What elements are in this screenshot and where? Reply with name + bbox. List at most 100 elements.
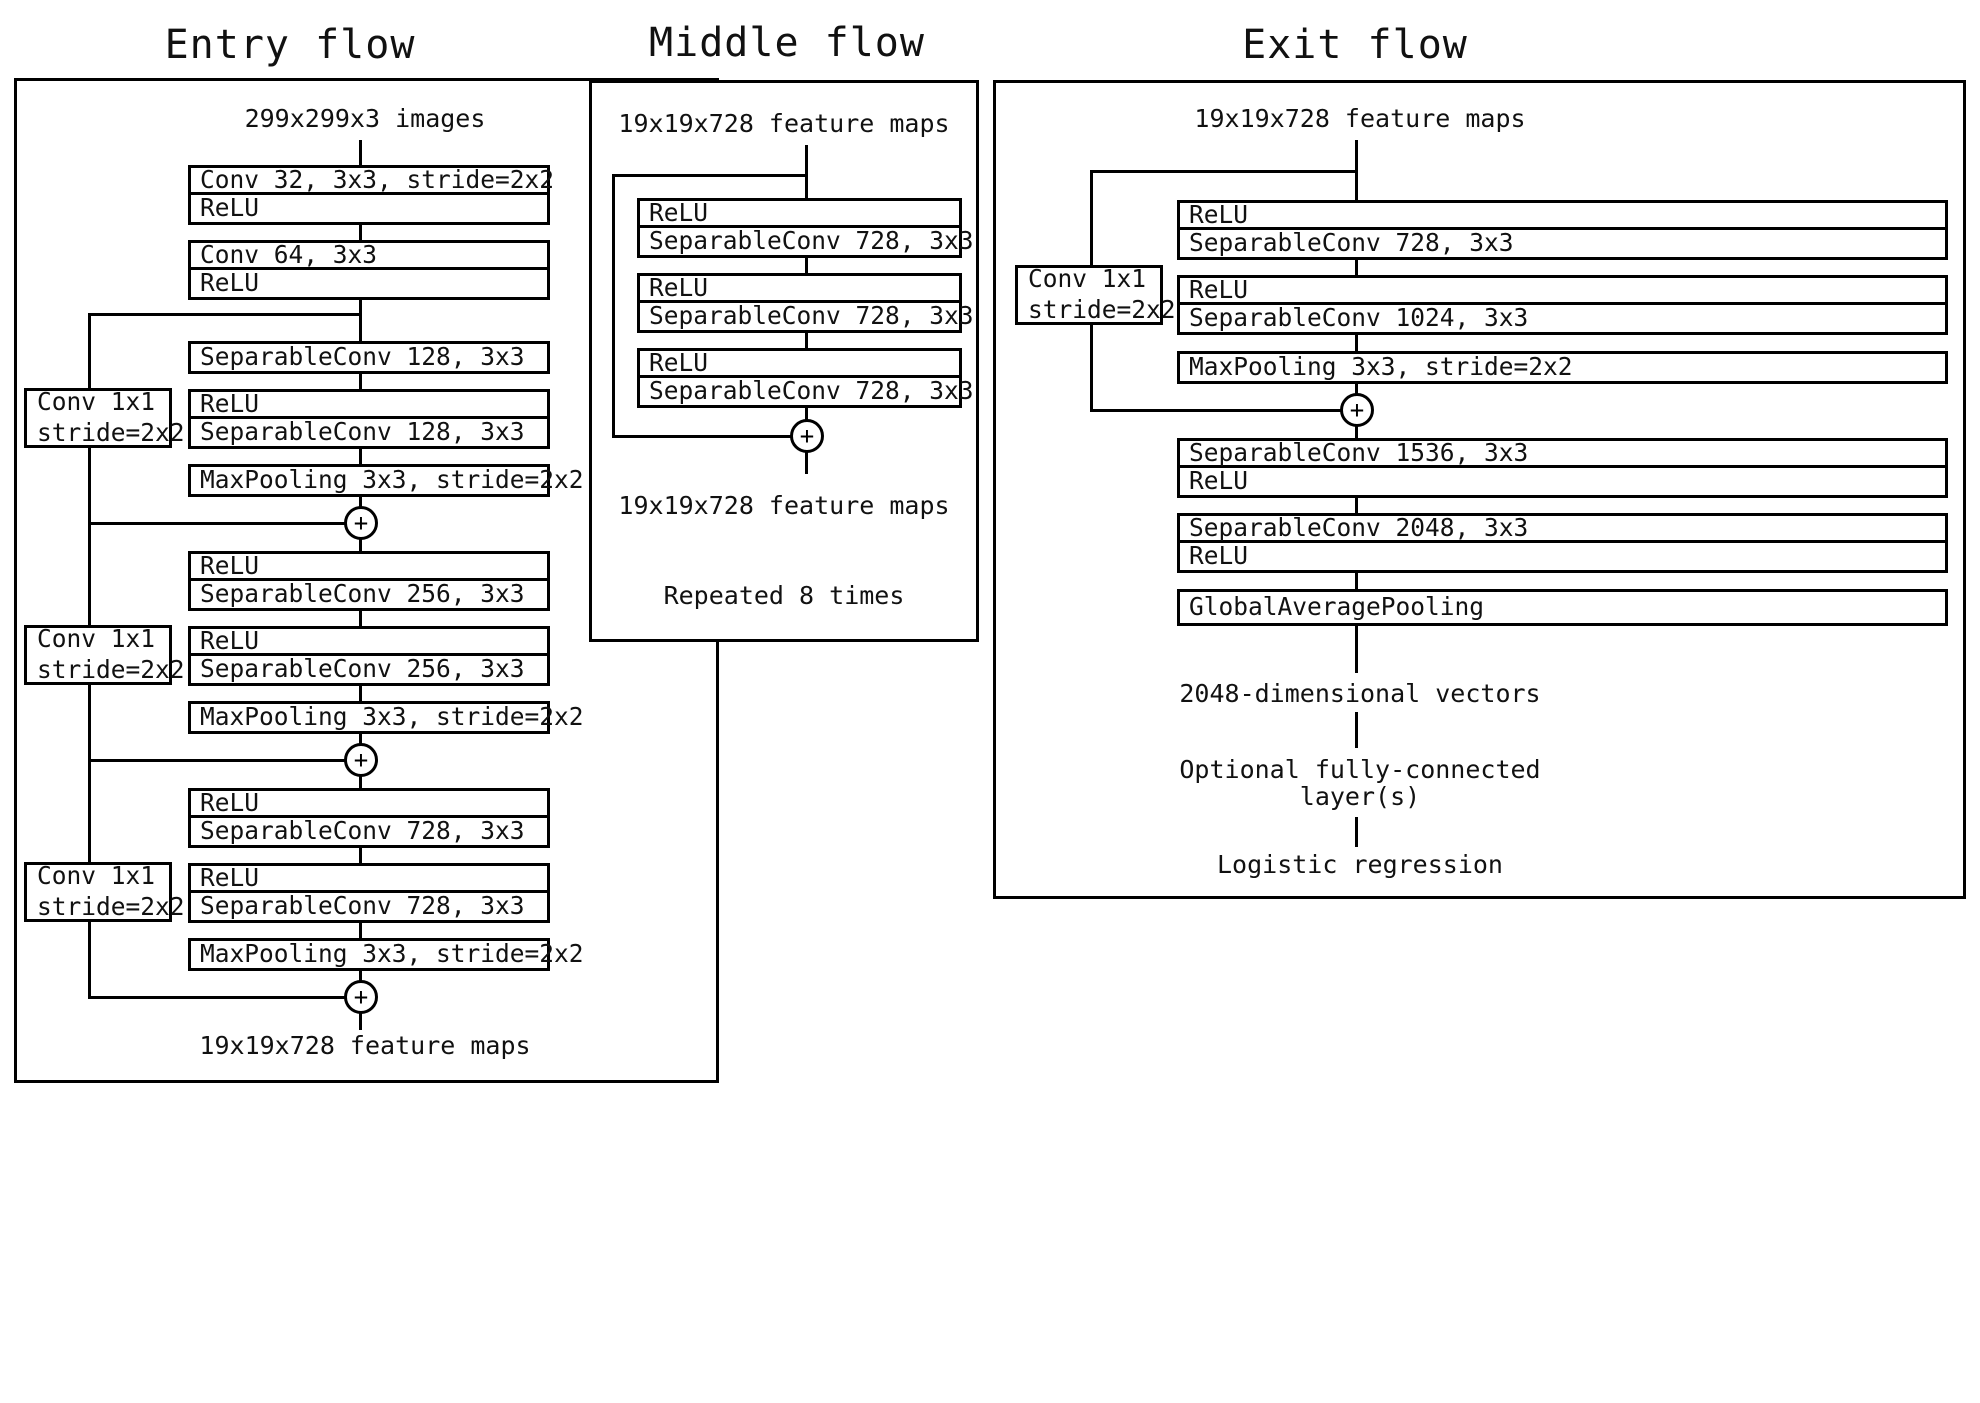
connector-line (359, 494, 362, 510)
exit-label-relu-4: ReLU (1189, 541, 1249, 571)
residual-branch-line (88, 759, 91, 864)
middle-label-sepconv728-2: SeparableConv 728, 3x3 (649, 301, 974, 331)
entry-label-relu-f: ReLU (191, 790, 547, 818)
connector-line (805, 145, 808, 200)
middle-block-2: ReLU SeparableConv 728, 3x3 (637, 273, 974, 333)
connector-line (359, 371, 362, 391)
entry-residual-2-line1: Conv 1x1 (37, 624, 156, 654)
connector-line (359, 222, 362, 242)
exit-label-sepconv1024: SeparableConv 1024, 3x3 (1189, 303, 1529, 333)
entry-residual-1-line1: Conv 1x1 (37, 387, 156, 417)
entry-block-relu-sepconv256-b: ReLU SeparableConv 256, 3x3 (188, 626, 550, 686)
middle-label-relu-2: ReLU (640, 275, 959, 303)
entry-output-caption: 19x19x728 feature maps (199, 1031, 531, 1060)
exit-fc-caption-line1: Optional fully-connected (1179, 755, 1541, 784)
entry-block-relu-sepconv728-a: ReLU SeparableConv 728, 3x3 (188, 788, 550, 848)
residual-branch-line (1090, 170, 1358, 173)
residual-branch-line (1090, 170, 1093, 268)
connector-line (359, 920, 362, 940)
connector-line (805, 405, 808, 420)
exit-residual-conv: Conv 1x1 stride=2x2 (1015, 264, 1176, 325)
entry-label-relu-a: ReLU (200, 193, 260, 223)
connector-line (805, 255, 808, 275)
entry-residual-conv-2: Conv 1x1 stride=2x2 (24, 624, 185, 685)
exit-label-sepconv1536: SeparableConv 1536, 3x3 (1180, 440, 1945, 468)
exit-block-relu-sepconv728: ReLU SeparableConv 728, 3x3 (1177, 200, 1948, 260)
exit-label-relu-1: ReLU (1180, 202, 1945, 230)
middle-block-1: ReLU SeparableConv 728, 3x3 (637, 198, 974, 258)
entry-label-relu-b: ReLU (200, 268, 260, 298)
exit-residual-line2: stride=2x2 (1028, 295, 1176, 324)
entry-block-sepconv128-a: SeparableConv 128, 3x3 (188, 341, 550, 374)
exit-label-sepconv728: SeparableConv 728, 3x3 (1189, 228, 1514, 258)
connector-line (359, 538, 362, 554)
entry-label-sepconv128-b: SeparableConv 128, 3x3 (200, 417, 525, 447)
entry-block-relu-sepconv128: ReLU SeparableConv 128, 3x3 (188, 389, 550, 449)
connector-line (1355, 712, 1358, 748)
entry-add-node-2: + (344, 743, 378, 777)
exit-block-maxpool: MaxPooling 3x3, stride=2x2 (1177, 351, 1948, 384)
entry-label-relu-e: ReLU (191, 628, 547, 656)
entry-label-conv32: Conv 32, 3x3, stride=2x2 (191, 167, 554, 195)
residual-merge-line (88, 996, 360, 999)
connector-line (359, 1012, 362, 1030)
middle-label-sepconv728-1: SeparableConv 728, 3x3 (649, 226, 974, 256)
exit-block-global-average-pooling: GlobalAveragePooling (1177, 589, 1948, 626)
entry-label-relu-g: ReLU (191, 865, 547, 893)
residual-merge-line (88, 759, 360, 762)
entry-label-relu-c: ReLU (191, 391, 547, 419)
connector-line (359, 968, 362, 984)
residual-merge-line (88, 522, 360, 525)
residual-branch-line (88, 313, 362, 316)
entry-add-node-1: + (344, 506, 378, 540)
middle-repeat-caption: Repeated 8 times (663, 581, 905, 610)
entry-block-conv32: Conv 32, 3x3, stride=2x2 ReLU (188, 165, 554, 225)
exit-vectors-caption: 2048-dimensional vectors (1179, 679, 1541, 708)
entry-label-conv64: Conv 64, 3x3 (191, 242, 547, 270)
middle-block-3: ReLU SeparableConv 728, 3x3 (637, 348, 974, 408)
residual-branch-line (1090, 322, 1093, 412)
exit-block-sepconv2048-relu: SeparableConv 2048, 3x3 ReLU (1177, 513, 1948, 573)
connector-line (1355, 425, 1358, 440)
entry-block-maxpool-2: MaxPooling 3x3, stride=2x2 (188, 701, 584, 734)
connector-line (805, 330, 808, 350)
entry-residual-conv-1: Conv 1x1 stride=2x2 (24, 387, 185, 448)
exit-label-relu-3: ReLU (1189, 466, 1249, 496)
entry-block-maxpool-1: MaxPooling 3x3, stride=2x2 (188, 464, 584, 497)
connector-line (1355, 257, 1358, 277)
residual-branch-line (612, 174, 808, 177)
middle-output-caption: 19x19x728 feature maps (618, 491, 950, 520)
connector-line (359, 608, 362, 628)
connector-line (359, 731, 362, 747)
residual-merge-line (1090, 409, 1358, 412)
entry-residual-conv-3: Conv 1x1 stride=2x2 (24, 861, 185, 922)
exit-input-caption: 19x19x728 feature maps (1194, 104, 1526, 133)
middle-label-relu-3: ReLU (640, 350, 959, 378)
middle-input-caption: 19x19x728 feature maps (618, 109, 950, 138)
connector-line (359, 446, 362, 466)
entry-residual-3-line2: stride=2x2 (37, 892, 185, 921)
entry-block-conv64: Conv 64, 3x3 ReLU (188, 240, 550, 300)
exit-block-relu-sepconv1024: ReLU SeparableConv 1024, 3x3 (1177, 275, 1948, 335)
connector-line (805, 451, 808, 474)
exit-add-node: + (1340, 393, 1374, 427)
entry-label-sepconv728-a: SeparableConv 728, 3x3 (200, 816, 525, 846)
residual-branch-line (88, 522, 91, 627)
connector-line (359, 775, 362, 791)
connector-line (359, 140, 362, 167)
entry-residual-2-line2: stride=2x2 (37, 655, 185, 684)
connector-line (1355, 570, 1358, 590)
entry-block-relu-sepconv256-a: ReLU SeparableConv 256, 3x3 (188, 551, 550, 611)
connector-line (1355, 623, 1358, 673)
entry-residual-3-line1: Conv 1x1 (37, 861, 156, 891)
exit-residual-line1: Conv 1x1 (1028, 264, 1147, 294)
entry-block-maxpool-3: MaxPooling 3x3, stride=2x2 (188, 938, 584, 971)
entry-input-caption: 299x299x3 images (244, 104, 486, 133)
connector-line (1355, 332, 1358, 352)
connector-line (1355, 495, 1358, 515)
residual-branch-line (88, 919, 91, 999)
connector-line (1355, 381, 1358, 395)
middle-label-sepconv728-3: SeparableConv 728, 3x3 (649, 376, 974, 406)
middle-label-relu-1: ReLU (640, 200, 959, 228)
entry-label-relu-d: ReLU (191, 553, 547, 581)
